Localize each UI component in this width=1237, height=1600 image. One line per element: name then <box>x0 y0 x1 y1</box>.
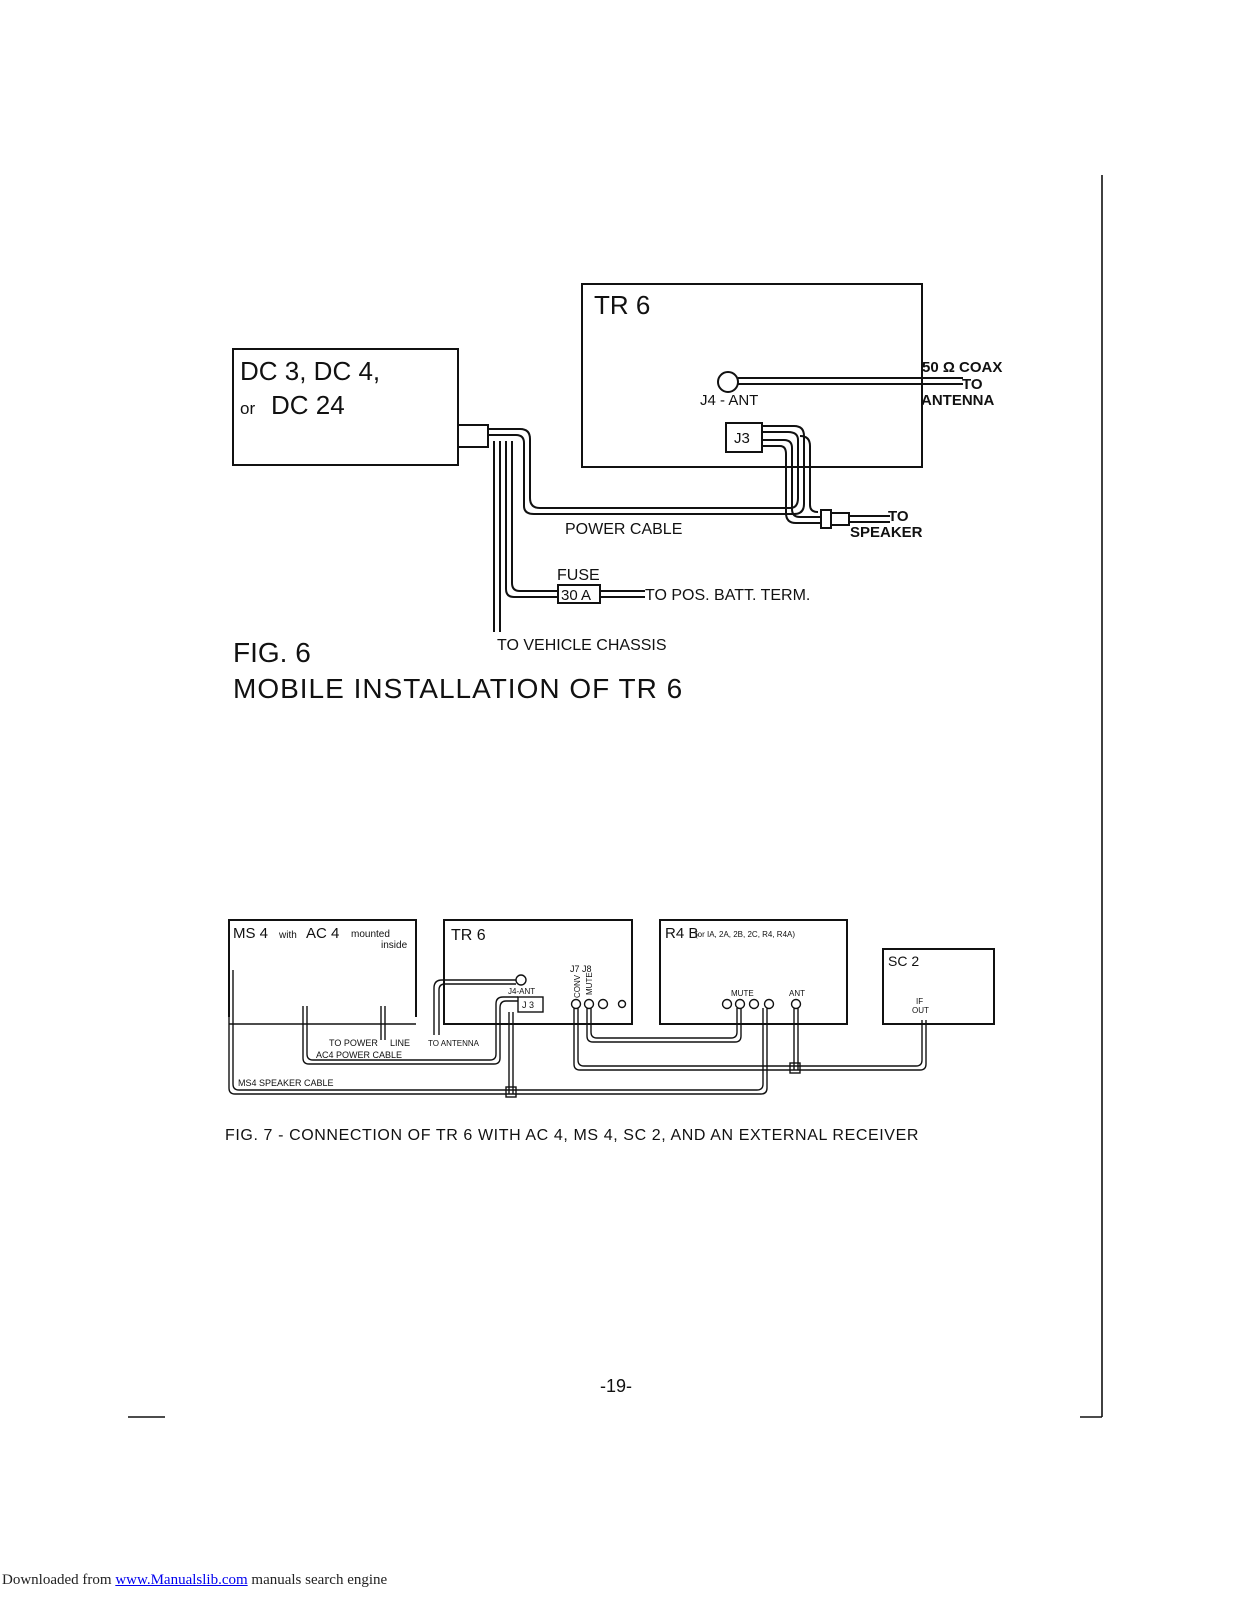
fig7-tr6-label: TR 6 <box>451 927 486 944</box>
fig7-ms4-mounted: mounted <box>351 929 390 940</box>
fig6-power-cable-label: POWER CABLE <box>565 521 682 538</box>
fig6-j4-label: J4 - ANT <box>700 392 758 409</box>
fig6-coax-to: TO <box>962 376 983 393</box>
fig7-to-power: TO POWER <box>329 1038 378 1048</box>
fig7-if-cable <box>573 1008 927 1071</box>
fig7-if-label: IF <box>916 997 923 1006</box>
fig6-dc-line1: DC 3, DC 4, <box>240 356 380 386</box>
footer-suffix: manuals search engine <box>251 1572 388 1588</box>
fig6-dc-or: or <box>240 399 255 418</box>
fig7-ms4-speaker-cable <box>228 970 768 1095</box>
fig6-j3-box <box>725 422 763 453</box>
fig6-tr6-label: TR 6 <box>594 290 650 320</box>
fig7-jack-3 <box>597 998 609 1010</box>
fig6-j3-label: J3 <box>734 430 750 447</box>
fig7-ac4-power-cable <box>302 1000 518 1065</box>
fig7-if-junction <box>789 1062 801 1074</box>
fig7-to-antenna: TO ANTENNA <box>428 1039 480 1048</box>
fig7-diagram: MS 4 with AC 4 mounted inside TR 6 R4 B … <box>225 919 995 1144</box>
fig7-mute-cable <box>586 1008 742 1043</box>
fig7-r4b-jack-3 <box>748 998 760 1010</box>
fig7-j4-connector <box>515 974 527 986</box>
fig6-batt-label: TO POS. BATT. TERM. <box>645 587 810 604</box>
fig7-ant-label: ANT <box>789 989 805 998</box>
fig6-dc-box <box>232 348 459 466</box>
fig7-j3-box <box>517 996 544 1013</box>
fig7-out-label: OUT <box>912 1006 929 1015</box>
fig7-r4b-jack-4 <box>763 998 775 1010</box>
fig6-fuse-cable <box>505 441 558 598</box>
fig6-coax-antenna: ANTENNA <box>921 392 994 409</box>
fig6-chassis-label: TO VEHICLE CHASSIS <box>497 637 667 654</box>
fig7-j7-jack <box>570 998 582 1010</box>
fig6-speaker-label: SPEAKER <box>850 524 923 541</box>
fig7-tr6-box <box>443 919 633 1025</box>
footer-link[interactable]: www.Manualslib.com <box>115 1572 248 1588</box>
fig7-ms4-cable-label: MS4 SPEAKER CABLE <box>238 1078 334 1088</box>
fig6-speaker-cable <box>762 439 821 518</box>
fig7-ms4-label: MS 4 <box>233 925 268 942</box>
fig7-antenna-lead <box>433 979 516 1035</box>
fig6-fuse-value: 30 A <box>561 587 591 604</box>
fig7-j3-label: J 3 <box>522 1000 534 1010</box>
fig6-title: MOBILE INSTALLATION OF TR 6 <box>233 673 683 704</box>
fig7-ms4-with: with <box>278 930 297 941</box>
footer-prefix: Downloaded from <box>2 1572 112 1588</box>
fig6-j4-connector <box>717 371 739 393</box>
fig6-speaker-to: TO <box>888 508 909 525</box>
fig7-r4b-jack-1 <box>721 998 733 1010</box>
fig6-tr6-box <box>581 283 923 468</box>
fig7-j8-jack <box>583 998 595 1010</box>
fig7-r4b-label: R4 B <box>665 925 698 942</box>
fig7-j8-label: J8 <box>582 964 592 974</box>
fig6-dc-line2: DC 24 <box>271 390 345 420</box>
fig7-line-label: LINE <box>390 1038 410 1048</box>
fig7-r4b-box <box>659 919 848 1025</box>
fig7-mute-vert-label: MUTE <box>585 972 594 995</box>
fig6-power-cable <box>488 428 799 509</box>
fig6-coax-label: 50 Ω COAX <box>922 359 1002 376</box>
fig6-fuse-box <box>557 584 601 604</box>
page-number: -19- <box>600 1376 632 1396</box>
fig7-sc2-box <box>882 948 995 1025</box>
fig7-ac4-label: AC 4 <box>306 925 339 942</box>
fig7-conv-label: CONV <box>573 974 582 998</box>
fig7-mute-label: MUTE <box>731 989 754 998</box>
fig7-ms4-box <box>228 919 417 1017</box>
fig7-speaker-junction <box>505 1086 517 1098</box>
fig7-caption: FIG. 7 - CONNECTION OF TR 6 WITH AC 4, M… <box>225 1127 919 1144</box>
fig7-r4b-jack-2 <box>734 998 746 1010</box>
fig6-number: FIG. 6 <box>233 637 311 668</box>
fig7-ac4-cable-label: AC4 POWER CABLE <box>316 1050 402 1060</box>
fig6-fuse-label: FUSE <box>557 567 600 584</box>
fig7-j7-label: J7 <box>570 964 580 974</box>
fig7-jack-4 <box>617 999 627 1009</box>
download-footer: Downloaded from www.Manualslib.com manua… <box>2 1572 387 1589</box>
fig6-speaker-plug <box>820 509 832 529</box>
fig7-sc2-label: SC 2 <box>888 953 919 969</box>
fig7-r4b-sub: (or IA, 2A, 2B, 2C, R4, R4A) <box>695 930 795 939</box>
fig6-dc-connector <box>457 424 489 448</box>
fig7-ms4-inside: inside <box>381 940 408 951</box>
fig7-r4b-ant-jack <box>790 998 802 1010</box>
fig7-j4-label: J4-ANT <box>508 987 535 996</box>
fig6-diagram: TR 6 DC 3, DC 4, or DC 24 J4 - ANT 50 Ω … <box>232 283 1002 704</box>
